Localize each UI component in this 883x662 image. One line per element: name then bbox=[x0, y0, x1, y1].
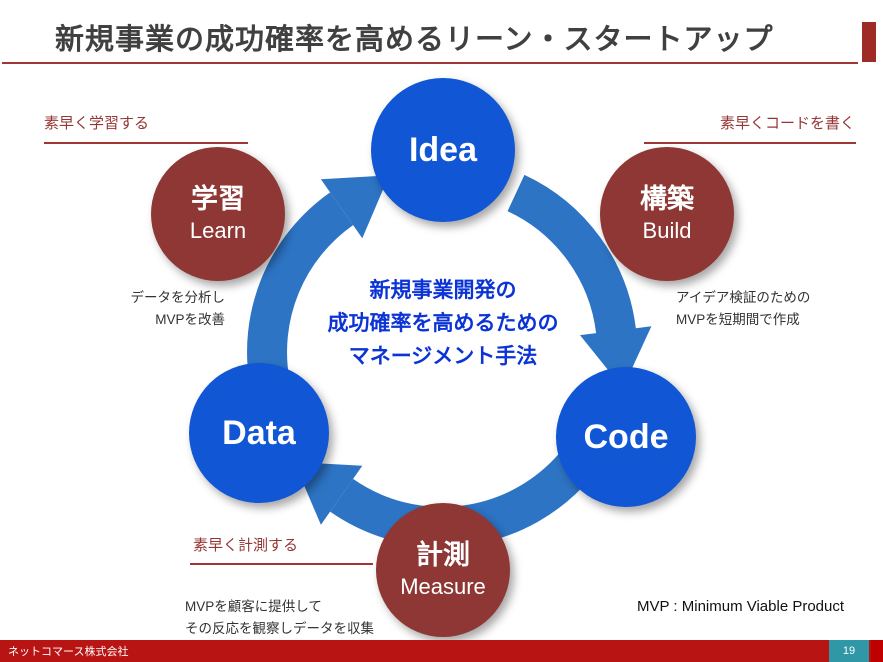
footer-company-name: ネットコマース株式会社 bbox=[8, 646, 129, 658]
node-data-label: Data bbox=[222, 413, 296, 452]
center-caption-line-1: 新規事業開発の bbox=[369, 279, 517, 302]
mvp-definition: MVP : Minimum Viable Product bbox=[637, 598, 845, 615]
note-learn-line-1: データを分析し bbox=[130, 290, 226, 305]
node-learn-jp-label: 学習 bbox=[191, 183, 245, 214]
annotation-code-fast-underline bbox=[644, 142, 856, 144]
node-data: Data bbox=[189, 363, 329, 503]
annotation-learn-fast-underline bbox=[44, 142, 248, 144]
node-build-jp-label: 構築 bbox=[640, 183, 694, 214]
node-idea: Idea bbox=[371, 78, 515, 222]
center-caption: 新規事業開発の 成功確率を高めるための マネージメント手法 bbox=[243, 274, 643, 374]
arrow-idea-to-code-icon bbox=[507, 174, 652, 389]
annotation-learn-fast: 素早く学習する bbox=[44, 115, 150, 132]
node-code-label: Code bbox=[583, 417, 669, 456]
node-measure-jp-label: 計測 bbox=[416, 539, 470, 570]
center-caption-line-2: 成功確率を高めるための bbox=[327, 312, 559, 336]
page-title: 新規事業の成功確率を高めるリーン・スタートアップ bbox=[55, 24, 774, 56]
note-measure-line-2: その反応を観察しデータを収集 bbox=[185, 620, 374, 636]
title-accent-bar bbox=[862, 22, 876, 62]
annotation-measure-fast-underline bbox=[190, 563, 373, 565]
node-code: Code bbox=[556, 367, 696, 507]
arrow-data-to-idea-icon bbox=[247, 175, 390, 386]
note-build-line-1: アイデア検証のための bbox=[676, 290, 811, 305]
note-learn: データを分析し MVPを改善 bbox=[60, 287, 226, 330]
node-build: 構築 Build bbox=[600, 147, 734, 281]
footer-bar: ネットコマース株式会社 bbox=[0, 640, 883, 662]
note-build: アイデア検証のための MVPを短期間で作成 bbox=[676, 287, 810, 330]
annotation-measure-fast: 素早く計測する bbox=[193, 537, 299, 554]
title-underline bbox=[2, 62, 858, 64]
note-measure-line-1: MVPを顧客に提供して bbox=[185, 599, 322, 614]
node-learn: 学習 Learn bbox=[151, 147, 285, 281]
node-measure: 計測 Measure bbox=[376, 503, 510, 637]
note-measure: MVPを顧客に提供して その反応を観察しデータを収集 bbox=[185, 596, 374, 639]
node-learn-en-label: Learn bbox=[189, 218, 247, 244]
note-build-line-2: MVPを短期間で作成 bbox=[676, 311, 800, 327]
note-learn-line-2: MVPを改善 bbox=[155, 311, 225, 327]
node-build-en-label: Build bbox=[642, 218, 692, 244]
node-idea-label: Idea bbox=[408, 130, 478, 169]
center-caption-line-3: マネージメント手法 bbox=[348, 345, 538, 369]
page-number-badge: 19 bbox=[829, 640, 869, 662]
annotation-code-fast: 素早くコードを書く bbox=[719, 115, 855, 132]
footer-corner-accent bbox=[871, 640, 883, 662]
node-measure-en-label: Measure bbox=[400, 574, 486, 600]
